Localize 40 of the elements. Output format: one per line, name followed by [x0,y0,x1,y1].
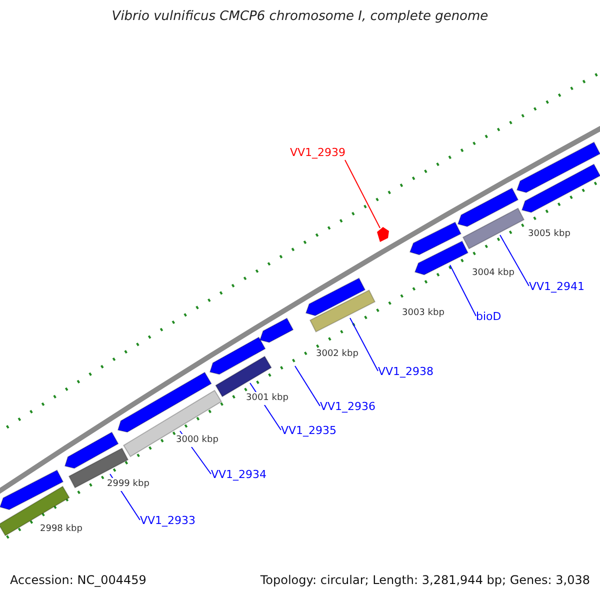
gene-label: VV1_2939 [290,146,346,159]
gene-bar [117,372,212,433]
leader-line [294,366,320,406]
scale-label: 3004 kbp [472,267,514,280]
accession-text: Accession: NC_004459 [10,574,146,587]
gene-bar [457,188,519,228]
gene-label: VV1_2941 [529,280,585,293]
gene-bar [64,432,119,469]
scale-label: 2999 kbp [107,478,150,491]
gene-bar [209,336,266,375]
scale-label: 3001 kbp [246,392,288,405]
gene-bar [0,470,64,510]
genome-summary-text: Topology: circular; Length: 3,281,944 bp; Genes: 3,038 [260,574,590,587]
gene-label: VV1_2934 [211,468,267,481]
gene-bar [68,448,129,488]
gene-marker [377,227,389,242]
leader-line [350,318,378,372]
gene-label: VV1_2933 [140,514,196,527]
scale-label: 3002 kbp [316,348,358,361]
gene-bar [462,208,525,250]
leader-line [344,160,380,228]
gene-bar [409,222,462,256]
leader-line [450,264,476,316]
gene-label: VV1_2938 [378,365,434,378]
gene-label: bioD [476,310,502,323]
gene-label: VV1_2936 [320,400,376,413]
gene-bar [521,164,600,213]
gene-bar [122,390,222,458]
gene-bar [309,290,376,332]
gene-label: VV1_2935 [281,424,337,437]
title: Vibrio vulnificus CMCP6 chromosome I, complete genome [110,10,490,23]
gene-bar [414,240,469,276]
gene-bar [516,142,600,194]
leader-line [500,234,530,286]
gene-bar [259,318,294,343]
gene-bar [305,278,366,316]
scale-label: 3003 kbp [402,307,444,320]
scale-label: 3000 kbp [176,434,218,447]
scale-label: 2998 kbp [40,523,82,536]
scale-label: 3005 kbp [528,228,570,241]
